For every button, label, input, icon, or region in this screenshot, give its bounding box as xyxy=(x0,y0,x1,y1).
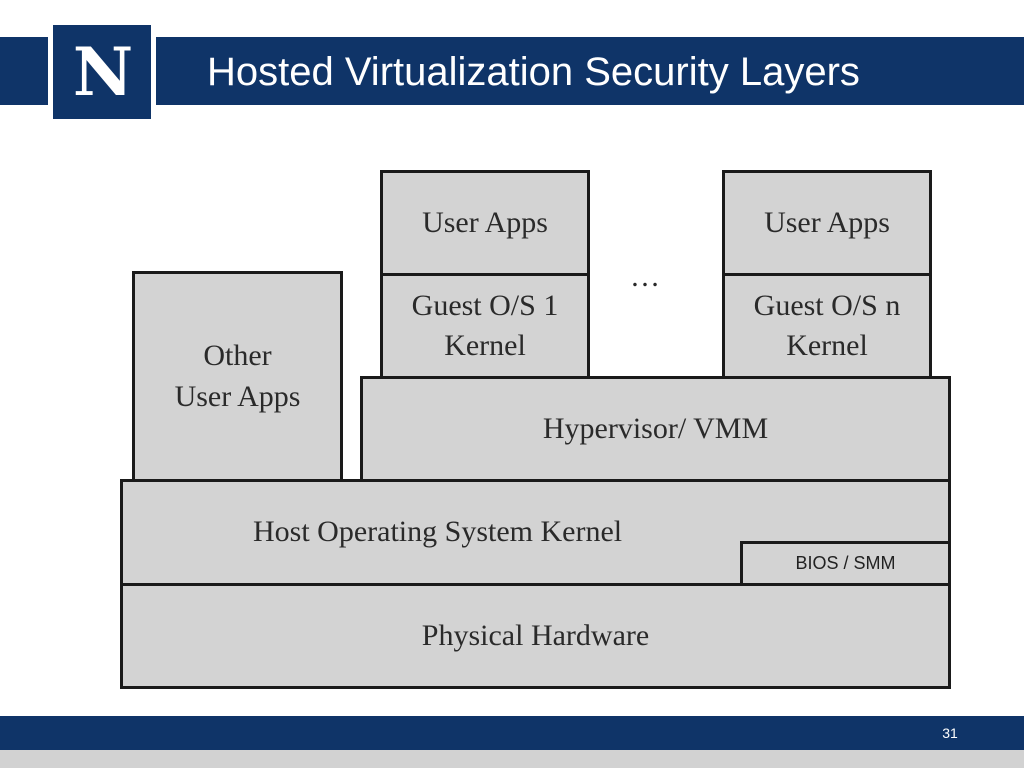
hypervisor-vmm-box: Hypervisor/ VMM xyxy=(360,376,951,482)
other-user-apps-box: Other User Apps xyxy=(132,271,343,482)
slide-title: Hosted Virtualization Security Layers xyxy=(207,49,860,94)
other-user-apps-label: User Apps xyxy=(174,379,301,413)
bios-smm-label: BIOS / SMM xyxy=(795,553,896,574)
physical-hardware-box: Physical Hardware xyxy=(120,583,951,689)
host-os-label: Host Operating System Kernel xyxy=(253,515,623,548)
bios-smm-box: BIOS / SMM xyxy=(740,541,951,586)
guest-os-1-label: Guest O/S 1 xyxy=(411,288,559,322)
more-guests-ellipsis: … xyxy=(630,260,660,293)
footer-stripe xyxy=(0,750,1024,768)
logo-background xyxy=(53,25,151,119)
guest-os-n-label: Guest O/S n xyxy=(753,288,901,322)
user-apps-1-label: User Apps xyxy=(422,205,548,239)
hardware-label: Physical Hardware xyxy=(421,618,650,652)
footer-bar xyxy=(0,716,1024,750)
page-number: 31 xyxy=(942,725,958,741)
title-bar xyxy=(0,37,1024,105)
user-apps-n-label: User Apps xyxy=(764,205,890,239)
hypervisor-label: Hypervisor/ VMM xyxy=(542,411,769,445)
guest-os-1-kernel-box: Guest O/S 1 Kernel xyxy=(380,273,590,379)
user-apps-n-box: User Apps xyxy=(722,170,932,276)
user-apps-1-box: User Apps xyxy=(380,170,590,276)
guest-os-n-kernel-box: Guest O/S n Kernel xyxy=(722,273,932,379)
guest-os-1-kernel-label: Kernel xyxy=(444,329,526,362)
guest-os-n-kernel-label: Kernel xyxy=(786,329,868,362)
other-apps-label: Other xyxy=(203,339,272,372)
logo-letter: N xyxy=(72,33,133,111)
